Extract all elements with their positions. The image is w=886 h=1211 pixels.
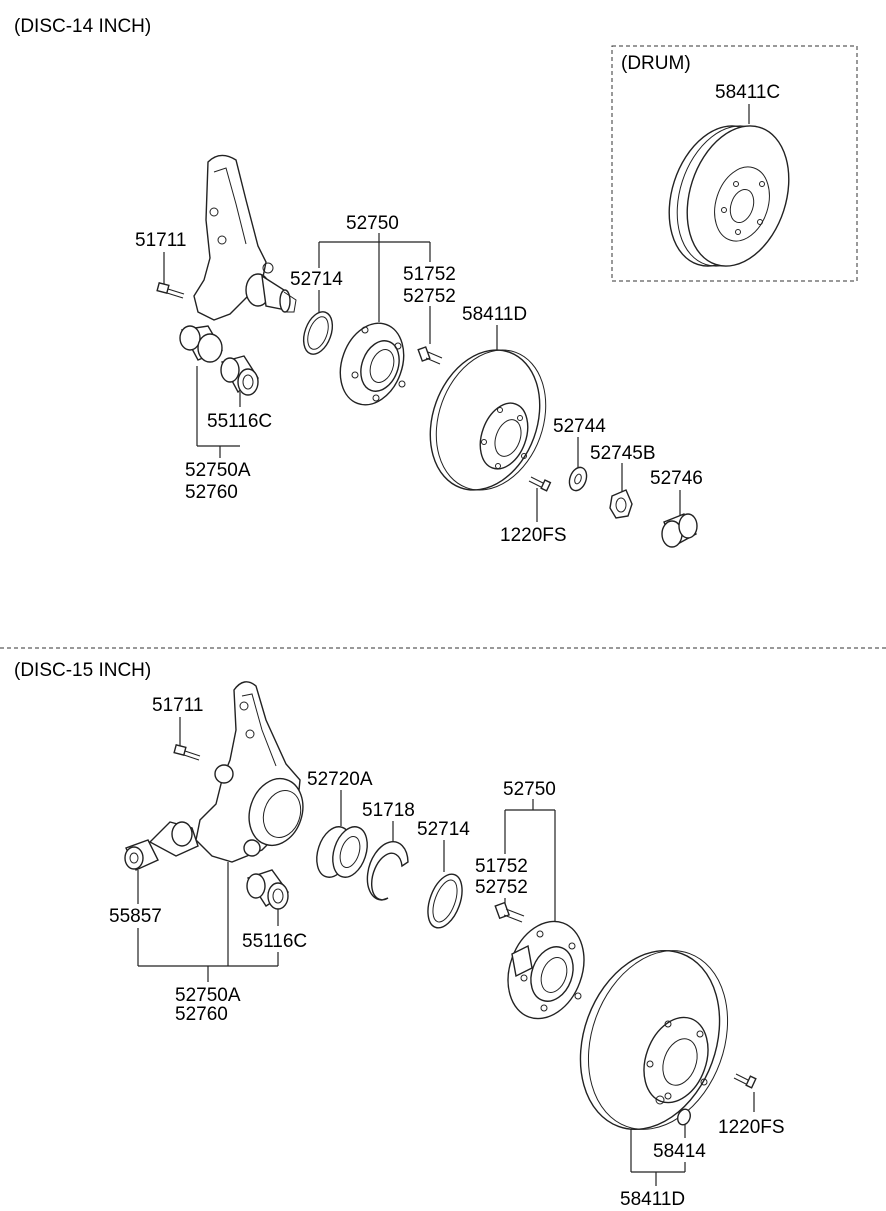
label-58411D-bottom: 58411D <box>620 1189 685 1210</box>
screw-1220FS-bottom <box>733 1073 757 1089</box>
bolt-51711-bottom <box>173 743 201 761</box>
bushing-55116C-bottom <box>246 869 290 910</box>
cap-52746-top <box>661 513 698 548</box>
section-title-disc14: (DISC-14 INCH) <box>14 16 151 37</box>
label-52750A-top: 52750A <box>185 460 251 481</box>
screw-1220FS-top <box>528 476 552 492</box>
hub-52750-bottom <box>507 920 585 1020</box>
label-52750A-bottom: 52750A <box>175 985 241 1006</box>
label-51752-bottom: 51752 <box>475 856 528 877</box>
label-52750-bottom: 52750 <box>503 779 556 800</box>
label-52745B-top: 52745B <box>590 443 656 464</box>
label-58411C-drum: 58411C <box>715 82 780 103</box>
bolt-51711-top <box>156 281 185 299</box>
nut-52745B-top <box>609 489 633 519</box>
label-51718-bottom: 51718 <box>362 800 415 821</box>
knuckle-top <box>193 154 297 321</box>
label-58414-bottom: 58414 <box>653 1141 706 1162</box>
knuckle-bottom <box>195 681 304 863</box>
label-55857-bottom: 55857 <box>109 906 162 927</box>
label-1220FS-top: 1220FS <box>500 525 567 546</box>
hub-52750-top <box>339 322 406 406</box>
label-55116C-bottom: 55116C <box>242 931 307 952</box>
label-52752-top: 52752 <box>403 286 456 307</box>
label-51711-top: 51711 <box>135 230 186 251</box>
label-52752-bottom: 52752 <box>475 877 528 898</box>
bearing-52720A-bottom <box>316 826 368 878</box>
label-52714-top: 52714 <box>290 269 343 290</box>
drum-option-box <box>611 45 858 282</box>
brake-disc-58411D-top <box>429 349 547 491</box>
label-52760-top: 52760 <box>185 482 238 503</box>
leaders-top <box>163 104 750 522</box>
washer-52744-top <box>568 466 588 492</box>
screw-58414-bottom <box>677 1108 691 1126</box>
label-52744-top: 52744 <box>553 416 606 437</box>
label-52720A-bottom: 52720A <box>307 769 373 790</box>
brake-disc-58411D-bottom <box>579 949 729 1131</box>
section-title-disc15: (DISC-15 INCH) <box>14 660 151 681</box>
label-51752-top: 51752 <box>403 264 456 285</box>
label-58411D-top: 58411D <box>462 304 527 325</box>
stud-51752-top <box>417 346 443 365</box>
label-1220FS-bottom: 1220FS <box>718 1117 785 1138</box>
label-51711-bottom: 51711 <box>152 695 203 716</box>
brake-drum-58411C <box>668 125 790 267</box>
snap-ring-51718-bottom <box>366 841 409 901</box>
label-52760-bottom: 52760 <box>175 1004 228 1025</box>
bushing-55116C-top <box>220 355 259 396</box>
label-52714-bottom: 52714 <box>417 819 470 840</box>
section-title-drum: (DRUM) <box>621 53 691 74</box>
sensor-ring-52714-top <box>302 311 334 355</box>
label-55116C-top: 55116C <box>207 411 272 432</box>
label-52750-top: 52750 <box>346 213 399 234</box>
bushing-55857-bottom <box>124 821 199 871</box>
sensor-ring-52714-bottom <box>427 873 463 929</box>
bushing-52750A-top <box>179 325 224 363</box>
stud-51752-bottom <box>494 901 525 923</box>
label-52746-top: 52746 <box>650 468 703 489</box>
